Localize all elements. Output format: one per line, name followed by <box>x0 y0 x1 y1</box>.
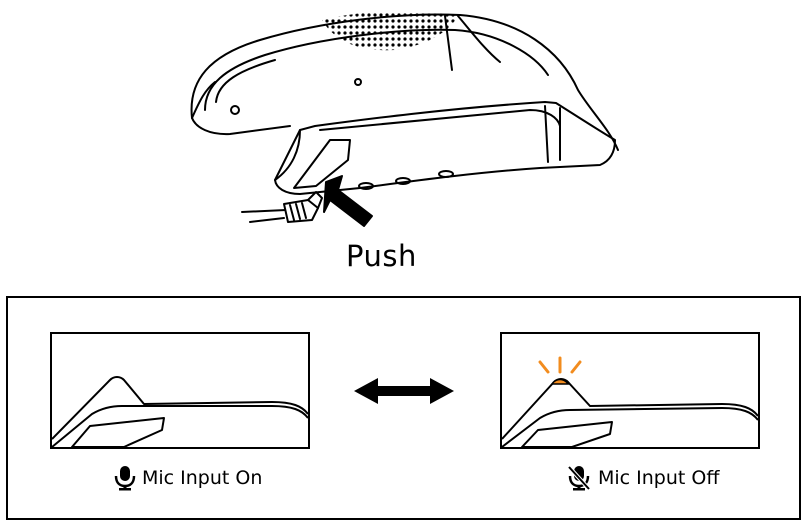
microphone-muted-icon <box>567 465 591 491</box>
neckband-speaker-illustration <box>190 11 619 227</box>
microphone-icon <box>114 466 136 491</box>
push-label: Push <box>346 239 417 273</box>
mic-on-label: Mic Input On <box>142 467 263 489</box>
indicator-light <box>550 378 570 385</box>
mic-on-closeup <box>50 332 310 449</box>
indicator-glow-icon <box>538 356 582 374</box>
mic-state-panel: Mic Input On Mic Input Off <box>6 296 801 520</box>
double-arrow-icon <box>354 378 454 404</box>
mic-off-label: Mic Input Off <box>598 467 720 489</box>
push-arrow-icon <box>323 175 373 227</box>
mic-off-closeup <box>500 332 760 449</box>
mic-on-caption: Mic Input On <box>114 463 262 493</box>
mic-off-caption: Mic Input Off <box>566 463 719 493</box>
